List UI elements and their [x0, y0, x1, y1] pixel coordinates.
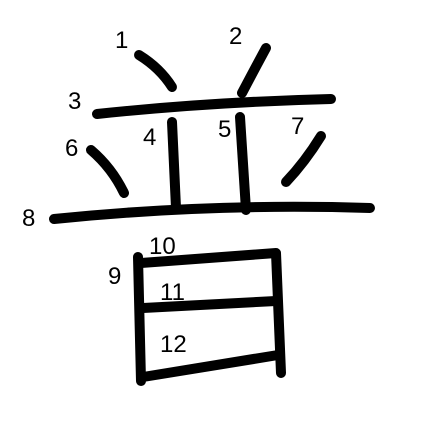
stroke-12 [138, 350, 283, 382]
stroke-8 [49, 201, 375, 224]
stroke-number-5: 5 [218, 116, 231, 143]
stroke-9 [133, 252, 146, 386]
stroke-10 [136, 248, 286, 378]
stroke-number-2: 2 [229, 23, 242, 50]
stroke-number-1: 1 [115, 27, 128, 54]
stroke-number-6: 6 [65, 135, 78, 162]
stroke-2 [237, 43, 271, 98]
stroke-number-11: 11 [160, 279, 185, 306]
stroke-number-9: 9 [108, 263, 121, 290]
stroke-number-7: 7 [291, 113, 304, 140]
stroke-7 [281, 131, 326, 187]
stroke-number-3: 3 [68, 88, 81, 115]
stroke-5 [235, 112, 251, 215]
stroke-11 [138, 296, 281, 313]
stroke-number-12: 12 [160, 331, 187, 358]
stroke-6 [86, 145, 129, 198]
stroke-number-4: 4 [143, 124, 156, 151]
stroke-3 [92, 94, 336, 119]
stroke-number-8: 8 [22, 205, 35, 232]
stroke-4 [167, 117, 181, 213]
stroke-number-10: 10 [149, 233, 176, 260]
stroke-1 [134, 50, 177, 92]
